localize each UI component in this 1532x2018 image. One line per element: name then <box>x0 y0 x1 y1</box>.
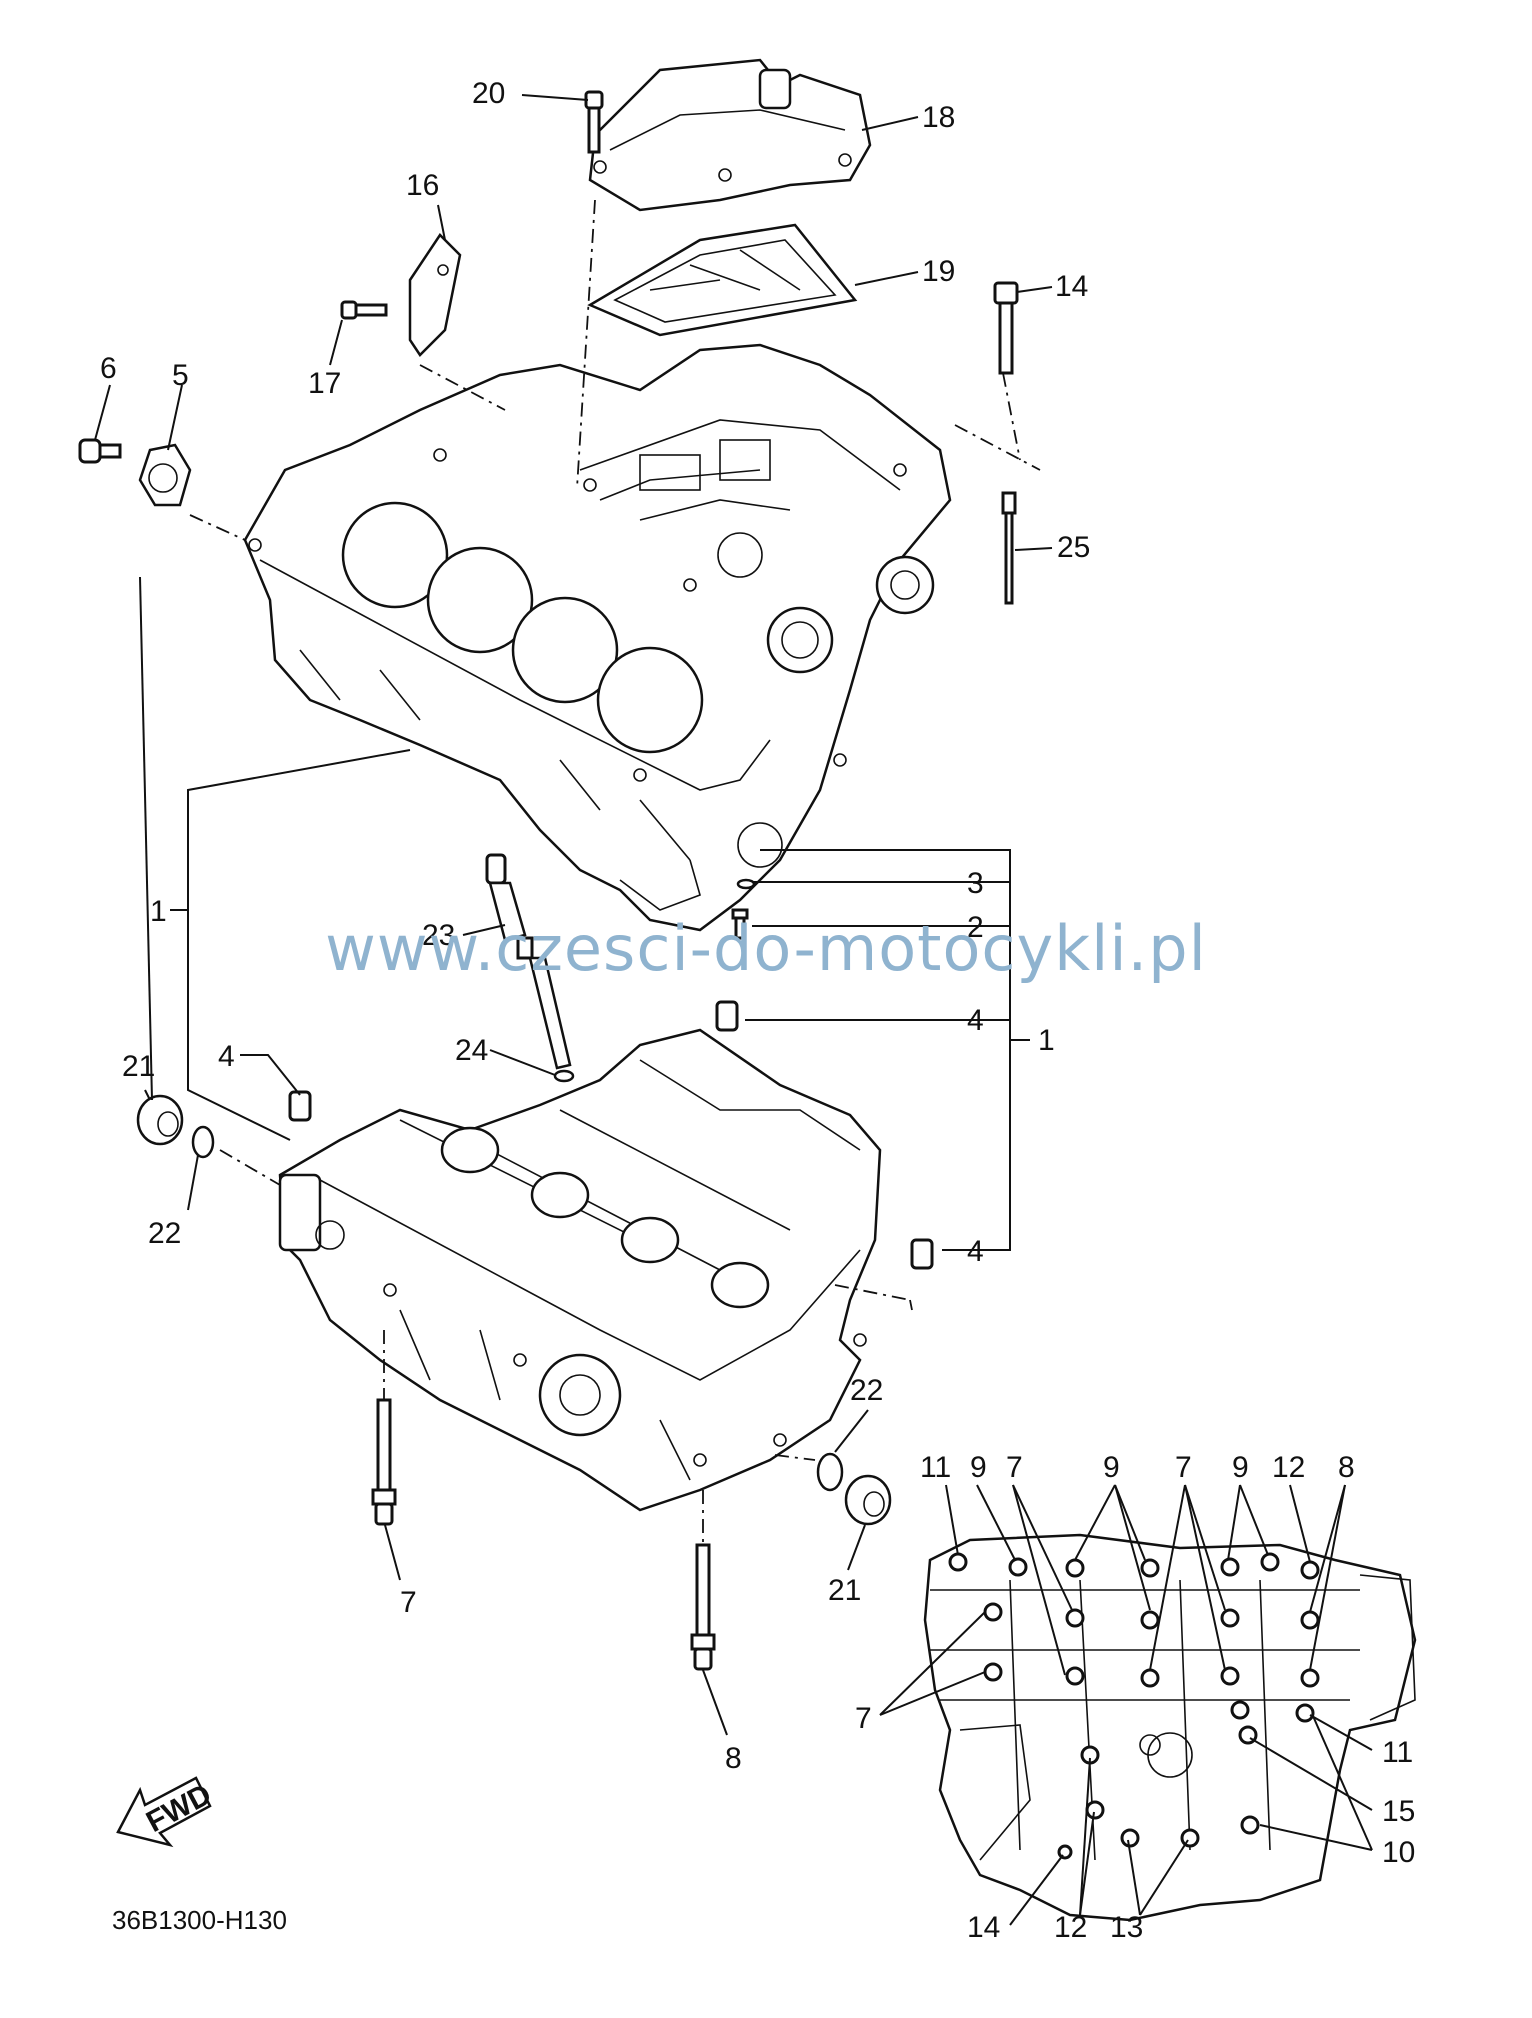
assembled-engine-inset <box>923 1533 1417 1922</box>
callout-18: 18 <box>922 101 955 134</box>
callout-24: 24 <box>455 1034 488 1067</box>
callout-22-left: 22 <box>148 1217 181 1250</box>
pin-part-2 <box>731 908 749 940</box>
callout-23: 23 <box>422 919 455 952</box>
upper-crankcase <box>243 343 952 932</box>
callout-7-inset-2: 7 <box>1175 1451 1192 1484</box>
gasket-part-19 <box>587 223 858 337</box>
bolt-part-14-upper <box>993 281 1019 375</box>
washer-part-22-left <box>191 1125 215 1159</box>
callout-16: 16 <box>406 169 439 202</box>
watermark-url: www.czesci-do-motocykli.pl <box>325 912 1207 985</box>
callout-7-left: 7 <box>400 1586 417 1619</box>
dipstick-part-23 <box>485 853 572 1070</box>
callout-9-inset-3: 9 <box>1232 1451 1249 1484</box>
callout-22-right: 22 <box>850 1374 883 1407</box>
drain-plug-part-21-right <box>844 1474 892 1526</box>
callout-11-inset: 11 <box>920 1451 951 1484</box>
callout-17: 17 <box>308 367 341 400</box>
bolt-part-7-long <box>371 1398 397 1526</box>
callout-21-right: 21 <box>828 1574 861 1607</box>
callout-25: 25 <box>1057 531 1090 564</box>
bolt-part-6 <box>78 438 122 464</box>
lower-crankcase <box>278 1028 882 1512</box>
callout-6: 6 <box>100 352 117 385</box>
callout-7-inset-1: 7 <box>1006 1451 1023 1484</box>
drain-plug-part-21-left <box>136 1094 184 1146</box>
fwd-arrow-icon: FWD <box>116 1776 217 1848</box>
cap-part-5 <box>138 443 192 507</box>
callout-10: 10 <box>1382 1836 1415 1869</box>
dowel-pins-part-4 <box>288 1000 934 1270</box>
cover-part-18 <box>588 58 872 212</box>
o-ring-part-24 <box>553 1069 575 1083</box>
callout-20: 20 <box>472 77 505 110</box>
callout-4-mid: 4 <box>967 1004 984 1037</box>
diagram-code: 36B1300-H130 <box>112 1905 287 1935</box>
callout-15: 15 <box>1382 1795 1415 1828</box>
callout-13: 13 <box>1110 1911 1143 1944</box>
callout-4-left: 4 <box>218 1040 235 1073</box>
callout-8-inset: 8 <box>1338 1451 1355 1484</box>
callout-9-inset-2: 9 <box>1103 1451 1120 1484</box>
washer-part-22-right <box>816 1452 844 1492</box>
bolt-part-17 <box>340 300 388 320</box>
bolt-part-20 <box>584 90 604 154</box>
bracket-part-16 <box>408 233 462 357</box>
callout-14-upper: 14 <box>1055 270 1088 303</box>
bolt-part-8-long <box>690 1543 716 1671</box>
callout-11-inset-right: 11 <box>1382 1736 1413 1769</box>
callout-1-left: 1 <box>150 895 167 928</box>
callout-12-inset-bottom: 12 <box>1054 1911 1087 1944</box>
callout-4-right: 4 <box>967 1235 984 1268</box>
sensor-part-25 <box>1001 491 1017 605</box>
inset-bolts <box>948 1552 1320 1860</box>
assembly-dashed-lines <box>189 199 1041 1545</box>
callout-14-inset: 14 <box>967 1911 1000 1944</box>
callout-8-left: 8 <box>725 1742 742 1775</box>
callout-7-inset-left: 7 <box>855 1702 872 1735</box>
callout-labels: 20 18 16 19 14 17 6 5 25 3 2 1 23 4 21 4… <box>100 77 1415 1944</box>
callout-12-inset-top: 12 <box>1272 1451 1305 1484</box>
callout-1-right: 1 <box>1038 1024 1055 1057</box>
callout-2: 2 <box>967 911 984 944</box>
callout-19: 19 <box>922 255 955 288</box>
callout-3: 3 <box>967 867 984 900</box>
callout-5: 5 <box>172 359 189 392</box>
leader-lines <box>94 94 1373 1926</box>
o-ring-part-3 <box>736 878 756 890</box>
callout-9-inset-1: 9 <box>970 1451 987 1484</box>
callout-21-left: 21 <box>122 1050 155 1083</box>
